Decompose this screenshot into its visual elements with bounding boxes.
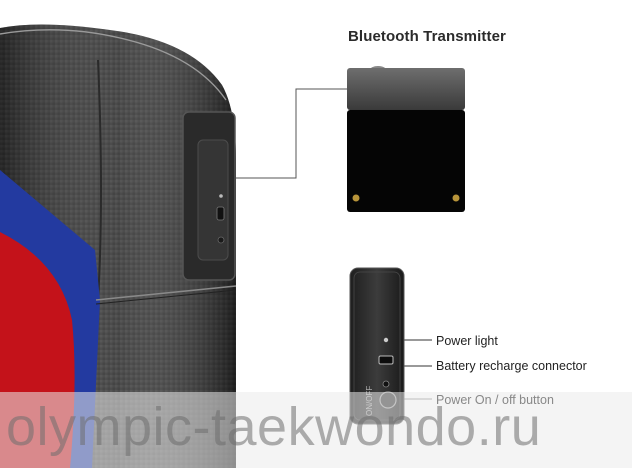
- transmitter-front-view: [347, 66, 465, 212]
- power-light-label: Power light: [436, 334, 498, 348]
- recharge-connector-label: Battery recharge connector: [436, 359, 587, 373]
- micro-usb-port-icon: [378, 355, 394, 365]
- watermark-band: [0, 392, 632, 468]
- power-button-label: Power On / off button: [436, 393, 554, 407]
- watermark-text: olympic-taekwondo.ru: [6, 397, 542, 457]
- kick-pad-image: [0, 0, 240, 468]
- page-title: Bluetooth Transmitter: [348, 28, 506, 45]
- power-light-icon: [383, 337, 389, 343]
